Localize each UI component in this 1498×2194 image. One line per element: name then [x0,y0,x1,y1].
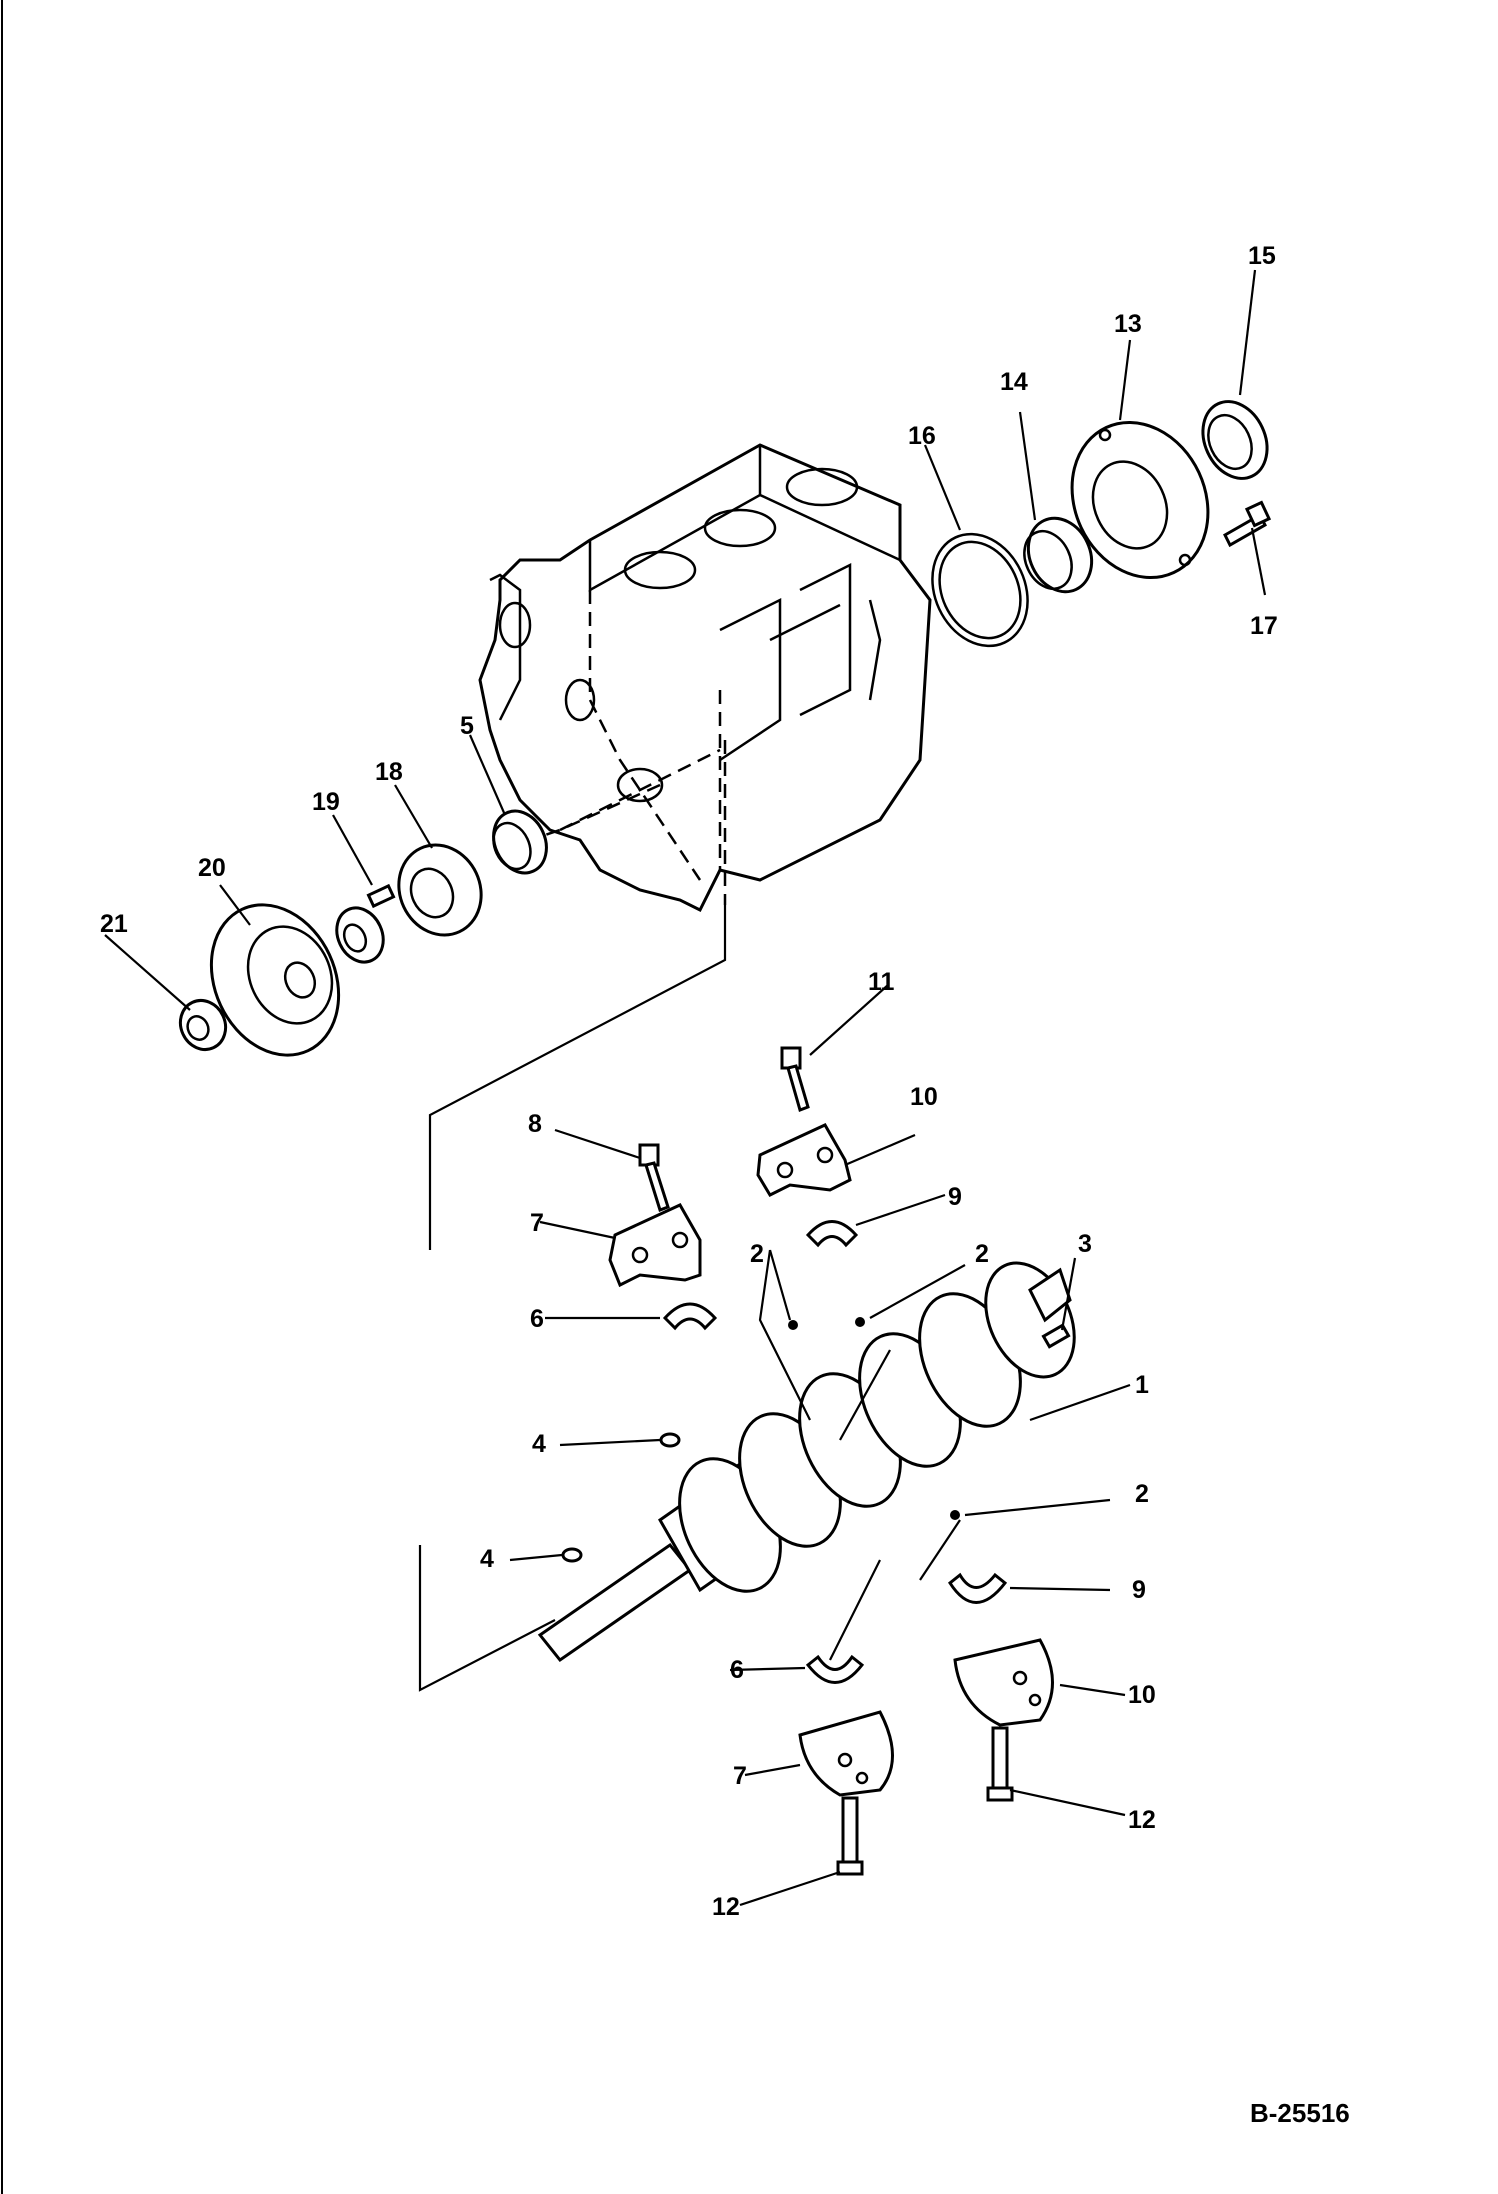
main-bearing-cap-7-upper [608,1203,702,1288]
bracket-line [428,905,727,1250]
bearing-cap-10-upper [756,1123,852,1197]
key-19 [366,883,396,909]
callout-9-lower: 9 [1132,1576,1146,1604]
cylinder-block [478,443,932,913]
main-bearing-cap-7-lower [798,1710,894,1797]
callout-6-lower: 6 [730,1656,744,1684]
callout-2-c: 2 [1135,1480,1149,1508]
ball-2-a [788,1320,798,1330]
callout-18: 18 [375,758,403,786]
key-4-lower [561,1547,583,1563]
upper-bearing-6 [662,1302,718,1331]
lower-bearing-6 [805,1654,865,1684]
oil-seal-15 [1201,400,1269,480]
callout-1: 1 [1135,1371,1149,1399]
callout-2-b: 2 [975,1240,989,1268]
callout-4-upper: 4 [532,1430,546,1458]
callout-20: 20 [198,854,226,882]
callout-3: 3 [1078,1230,1092,1258]
callout-15: 15 [1248,242,1276,270]
ball-2-c [950,1510,960,1520]
leader-lines [104,269,1267,1907]
upper-bearing-9 [805,1220,859,1248]
callout-6-upper: 6 [530,1305,544,1333]
crank-gear-18 [397,843,483,937]
callout-5: 5 [460,712,474,740]
nut-21 [178,999,228,1051]
callout-10-upper: 10 [910,1083,938,1111]
rear-housing-13 [1070,420,1210,580]
bolt-17 [1223,500,1272,548]
collar [335,906,385,964]
callout-2-a: 2 [750,1240,764,1268]
lower-bearing-9 [948,1572,1008,1604]
pin-3 [1041,1323,1071,1349]
callout-13: 13 [1114,310,1142,338]
bolt-11 [780,1046,810,1112]
crankshaft-1 [537,1261,1076,1663]
callout-9-upper: 9 [948,1183,962,1211]
callout-labels: 15 13 14 16 17 5 18 19 20 21 11 10 8 9 7… [100,242,1278,1921]
callout-19: 19 [312,788,340,816]
callout-14: 14 [1000,368,1028,396]
key-4-upper [659,1432,681,1448]
callout-4-lower: 4 [480,1545,494,1573]
bolt-12-lower [836,1796,864,1876]
bolt-8 [638,1143,670,1212]
callout-11: 11 [868,968,895,996]
callout-7-lower: 7 [733,1762,747,1790]
callout-8: 8 [528,1110,542,1138]
o-ring-16 [931,532,1029,648]
figure-code: B-25516 [1250,2098,1350,2128]
callout-7-upper: 7 [530,1209,544,1237]
bearing-cap-10-lower [953,1638,1054,1727]
ball-2-b [855,1317,865,1327]
callout-10-lower: 10 [1128,1681,1156,1709]
callout-12-lower: 12 [712,1893,740,1921]
bracket-line-lower [418,1545,556,1692]
bolt-12-right [986,1726,1014,1802]
callout-21: 21 [100,910,128,938]
callout-17: 17 [1250,612,1278,640]
callout-12-right: 12 [1128,1806,1156,1834]
callout-16: 16 [908,422,936,450]
pulley-20 [209,903,341,1057]
front-bushing-5 [492,809,548,875]
rear-bushing-14 [1023,516,1094,594]
